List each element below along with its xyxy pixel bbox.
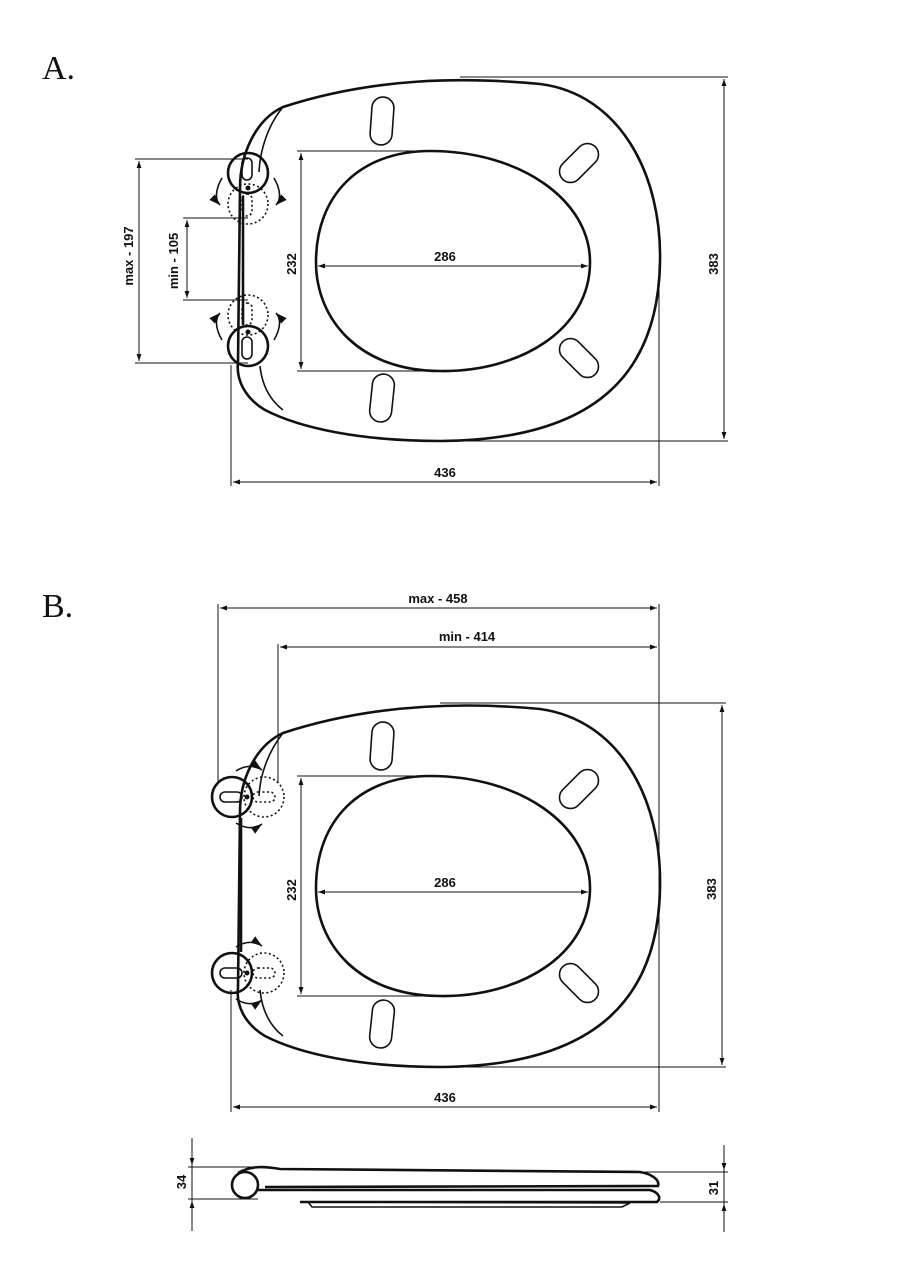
seat-side-view bbox=[230, 1165, 661, 1208]
seat-top-view-a bbox=[209, 78, 662, 443]
seat-hinge-edge-bottom bbox=[259, 365, 284, 411]
seat-hinge-edge-bottom bbox=[259, 989, 284, 1037]
dim-inner-length: 232 bbox=[284, 253, 299, 275]
bumper-slot bbox=[558, 962, 600, 1004]
bumper-slot bbox=[558, 142, 600, 184]
dim-inner-width: 286 bbox=[434, 875, 456, 890]
dim-inner-length: 232 bbox=[284, 879, 299, 901]
dim-side-height-front: 31 bbox=[706, 1181, 721, 1195]
seat-top-view-b bbox=[210, 704, 662, 1069]
seat-inner-opening bbox=[314, 774, 592, 998]
seat-outer-outline bbox=[236, 704, 662, 1069]
bumper-slot bbox=[558, 337, 600, 379]
section-a-label: A. bbox=[42, 50, 75, 87]
bumper-slot bbox=[368, 373, 396, 423]
hinge-top bbox=[210, 760, 285, 834]
hinge-bottom bbox=[210, 936, 285, 1010]
dim-max-hinge-spacing: max - 197 bbox=[121, 226, 136, 285]
dim-outer-width: 436 bbox=[434, 465, 456, 480]
bumper-slot bbox=[369, 721, 395, 771]
seat-hinge-edge-top bbox=[258, 732, 284, 797]
bumper-slot bbox=[368, 999, 396, 1049]
dim-outer-length: 383 bbox=[706, 253, 721, 275]
bumper-slot bbox=[558, 768, 600, 810]
dim-inner-width: 286 bbox=[434, 249, 456, 264]
seat-hinge-edge-top bbox=[258, 106, 284, 173]
seat-inner-opening bbox=[314, 149, 592, 373]
dim-max-depth: max - 458 bbox=[408, 591, 467, 606]
section-b-label: B. bbox=[42, 588, 73, 625]
dim-outer-length: 383 bbox=[704, 878, 719, 900]
dim-outer-width: 436 bbox=[434, 1090, 456, 1105]
dim-side-height-hinge: 34 bbox=[174, 1174, 189, 1189]
dimensions-side: 34 31 bbox=[174, 1138, 728, 1232]
dimensions-a: max - 197 min - 105 232 286 383 436 bbox=[121, 76, 728, 486]
dim-min-hinge-spacing: min - 105 bbox=[166, 233, 181, 289]
dimensions-b: max - 458 min - 414 232 286 383 436 bbox=[217, 591, 726, 1112]
seat-outer-outline bbox=[236, 78, 662, 443]
hinge-bottom bbox=[209, 294, 287, 368]
bumper-slot bbox=[369, 96, 395, 146]
hinge-top bbox=[209, 151, 287, 225]
dim-min-depth: min - 414 bbox=[439, 629, 496, 644]
